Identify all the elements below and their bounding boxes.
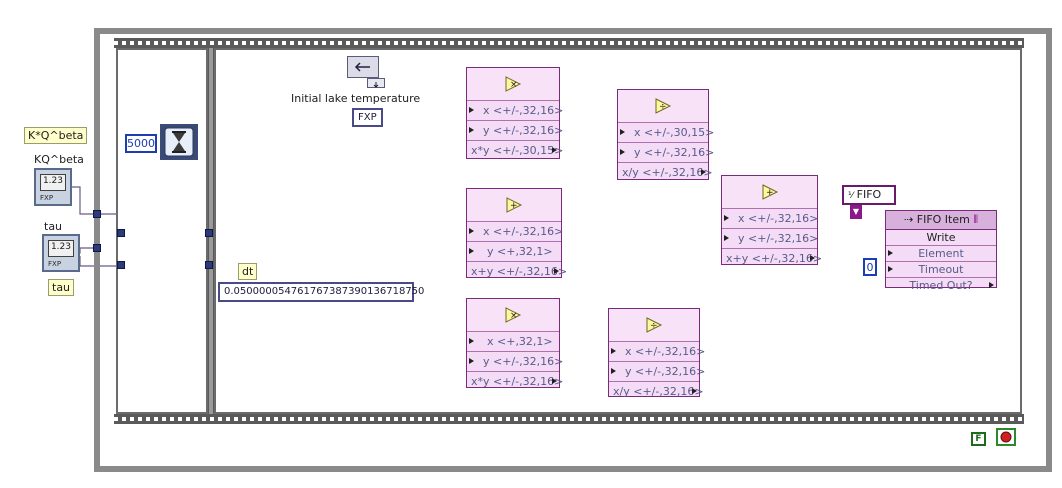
dt-label: dt [238, 263, 258, 280]
divide-node-1-head: ÷ [618, 90, 708, 123]
divide-icon: ÷ [646, 317, 663, 333]
svg-text:+: + [510, 201, 518, 211]
divide-node-1[interactable]: ÷ x <+/-,30,15> y <+/-,32,16> x/y <+/-,3… [617, 89, 714, 180]
multiply-node-1-head: × [467, 68, 559, 101]
multiply-node-1-output[interactable]: x*y <+/-,30,15> [471, 144, 564, 157]
divide-node-2-x[interactable]: x <+/-,32,16> [609, 342, 705, 362]
fifo-write-method[interactable]: ⇢ FIFO Item ⫴ Write Element Timeout Time… [885, 210, 997, 292]
fifo-queue-icon: ⫴ [973, 213, 978, 226]
multiply-node-1[interactable]: × x <+/-,32,16> y <+/-,32,16> x*y <+/-,3… [466, 67, 564, 159]
kq-beta-type-tag: FXP [40, 194, 54, 202]
divide-icon: ÷ [655, 98, 672, 114]
stop-false-constant[interactable]: F [971, 432, 986, 446]
divide-node-1-y[interactable]: y <+/-,32,16> [618, 143, 714, 163]
feedback-init-constant[interactable]: FXP [352, 108, 383, 127]
wait-ms-constant[interactable]: 5000 [125, 134, 157, 153]
feedback-init-terminal [367, 78, 385, 88]
fifo-timeout-input[interactable]: Timeout [886, 262, 996, 278]
divide-node-2[interactable]: ÷ x <+/-,32,16> y <+/-,32,16> x/y <+/-,3… [608, 308, 705, 398]
add-node-1-head: + [467, 189, 561, 222]
add-node-1[interactable]: + x <+/-,32,16> y <+,32,1> x+y <+/-,32,1… [466, 188, 568, 278]
fifo-title: FIFO Item [916, 213, 970, 226]
divide-node-1-output[interactable]: x/y <+/-,32,16> [622, 166, 713, 179]
multiply-node-1-x[interactable]: x <+/-,32,16> [467, 101, 563, 121]
wait-ms-icon[interactable] [160, 124, 198, 160]
multiply-node-2[interactable]: × x <+,32,1> y <+/-,32,16> x*y <+/-,32,1… [466, 298, 564, 388]
add-node-1-output[interactable]: x+y <+/-,32,16> [471, 265, 568, 278]
tau-caption: tau [44, 220, 63, 233]
svg-text:+: + [766, 188, 774, 198]
svg-text:÷: ÷ [650, 321, 658, 331]
divide-node-2-y[interactable]: y <+/-,32,16> [609, 362, 705, 382]
tau-control[interactable]: 1.23 FXP [42, 234, 80, 272]
fifo-element-input[interactable]: Element [886, 246, 996, 262]
stop-icon [1000, 431, 1012, 443]
divide-node-2-output[interactable]: x/y <+/-,32,16> [613, 385, 704, 398]
divide-node-1-x[interactable]: x <+/-,30,15> [618, 123, 714, 143]
timeout-constant[interactable]: 0 [863, 258, 877, 276]
add-node-2-output[interactable]: x+y <+/-,32,16> [726, 252, 823, 265]
tunnel-tau-frame2 [205, 261, 213, 269]
add-node-2-y[interactable]: y <+/-,32,16> [722, 229, 818, 249]
tunnel-kq-left [93, 210, 101, 218]
fifo-arrow-icon: ⇢ [904, 213, 914, 226]
kq-beta-value: 1.23 [40, 174, 66, 191]
svg-text:×: × [510, 80, 518, 90]
film-strip-top [114, 38, 1024, 48]
feedback-caption: Initial lake temperature [291, 92, 421, 105]
multiply-icon: × [505, 76, 522, 92]
fifo-method-header: ⇢ FIFO Item ⫴ [886, 211, 996, 230]
kq-beta-label: K*Q^beta [24, 127, 88, 144]
add-icon: + [506, 197, 523, 213]
add-icon: + [762, 184, 778, 200]
add-node-2-head: + [722, 176, 817, 209]
add-node-2[interactable]: + x <+/-,32,16> y <+/-,32,16> x+y <+/-,3… [721, 175, 823, 265]
tunnel-tau-left [93, 244, 101, 252]
add-node-2-x[interactable]: x <+/-,32,16> [722, 209, 818, 229]
fifo-reference[interactable]: ⅟ FIFO ▼ [842, 185, 896, 219]
tau-label: tau [48, 279, 75, 296]
add-node-1-y[interactable]: y <+,32,1> [467, 242, 561, 262]
sequence-frame-1 [116, 48, 208, 414]
chevron-down-icon: ▼ [850, 205, 862, 219]
fifo-method-name[interactable]: Write [886, 230, 996, 246]
kq-beta-caption: KQ^beta [34, 153, 84, 166]
kq-beta-control[interactable]: 1.23 FXP [34, 168, 72, 206]
add-node-1-x[interactable]: x <+/-,32,16> [467, 222, 563, 242]
multiply-node-2-x[interactable]: x <+,32,1> [467, 332, 559, 352]
svg-text:÷: ÷ [659, 102, 667, 112]
tunnel-kq-frame2 [205, 229, 213, 237]
fifo-ref-icon: ⅟ [848, 191, 854, 201]
multiply-icon: × [505, 307, 522, 323]
loop-condition-terminal[interactable] [996, 428, 1016, 446]
tau-type-tag: FXP [48, 260, 62, 268]
divide-node-2-head: ÷ [609, 309, 699, 342]
feedback-node[interactable] [347, 56, 379, 78]
tunnel-tau-seq [117, 261, 125, 269]
tau-value: 1.23 [48, 240, 74, 257]
tunnel-kq-seq [117, 229, 125, 237]
svg-text:×: × [510, 311, 518, 321]
film-strip-bottom [114, 414, 1024, 424]
multiply-node-1-y[interactable]: y <+/-,32,16> [467, 121, 563, 141]
multiply-node-2-output[interactable]: x*y <+/-,32,16> [471, 375, 564, 388]
dt-constant[interactable]: 0.050000054761767387390136718750 [218, 282, 424, 302]
multiply-node-2-y[interactable]: y <+/-,32,16> [467, 352, 563, 372]
fifo-timed-out-output[interactable]: Timed Out? [886, 278, 996, 293]
multiply-node-2-head: × [467, 299, 559, 332]
fifo-ref-label: FIFO [856, 188, 882, 201]
